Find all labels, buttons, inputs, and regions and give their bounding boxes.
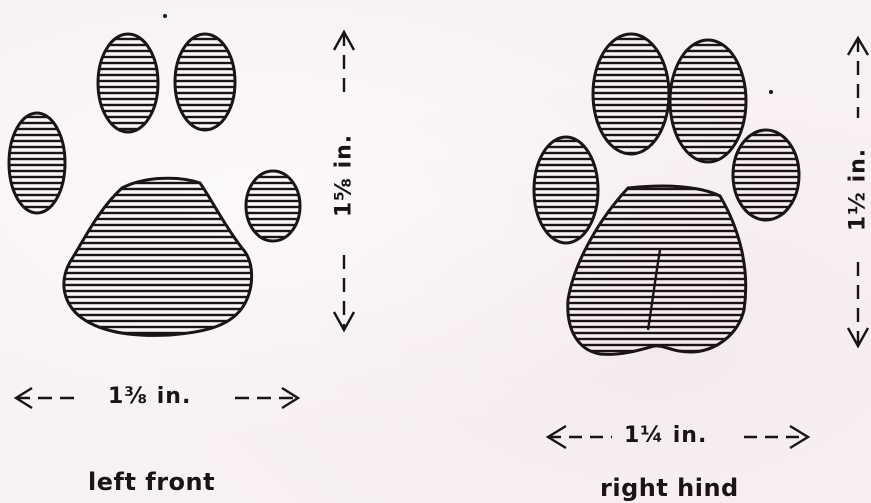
right-toe-pad-3 [670,40,746,162]
right-dot-mark [769,90,773,94]
right-toe-pad-1 [534,137,598,243]
left-length-label: 1⅝ in. [332,126,357,226]
right-hind-print [534,34,799,354]
left-toe-pad-4 [246,171,300,241]
right-length-label: 1½ in. [846,140,871,240]
left-dot-mark [163,14,167,18]
left-toe-pad-1 [9,113,65,213]
right-toe-pad-4 [733,130,799,220]
right-toe-pad-2 [593,34,669,154]
right-hind-caption: right hind [600,474,739,502]
right-width-label: 1¼ in. [624,423,707,448]
left-width-label: 1⅜ in. [108,384,191,409]
left-toe-pad-2 [98,34,158,132]
left-front-caption: left front [88,468,215,496]
left-front-print [9,14,300,335]
left-heel-pad [64,178,252,335]
left-toe-pad-3 [175,34,235,130]
